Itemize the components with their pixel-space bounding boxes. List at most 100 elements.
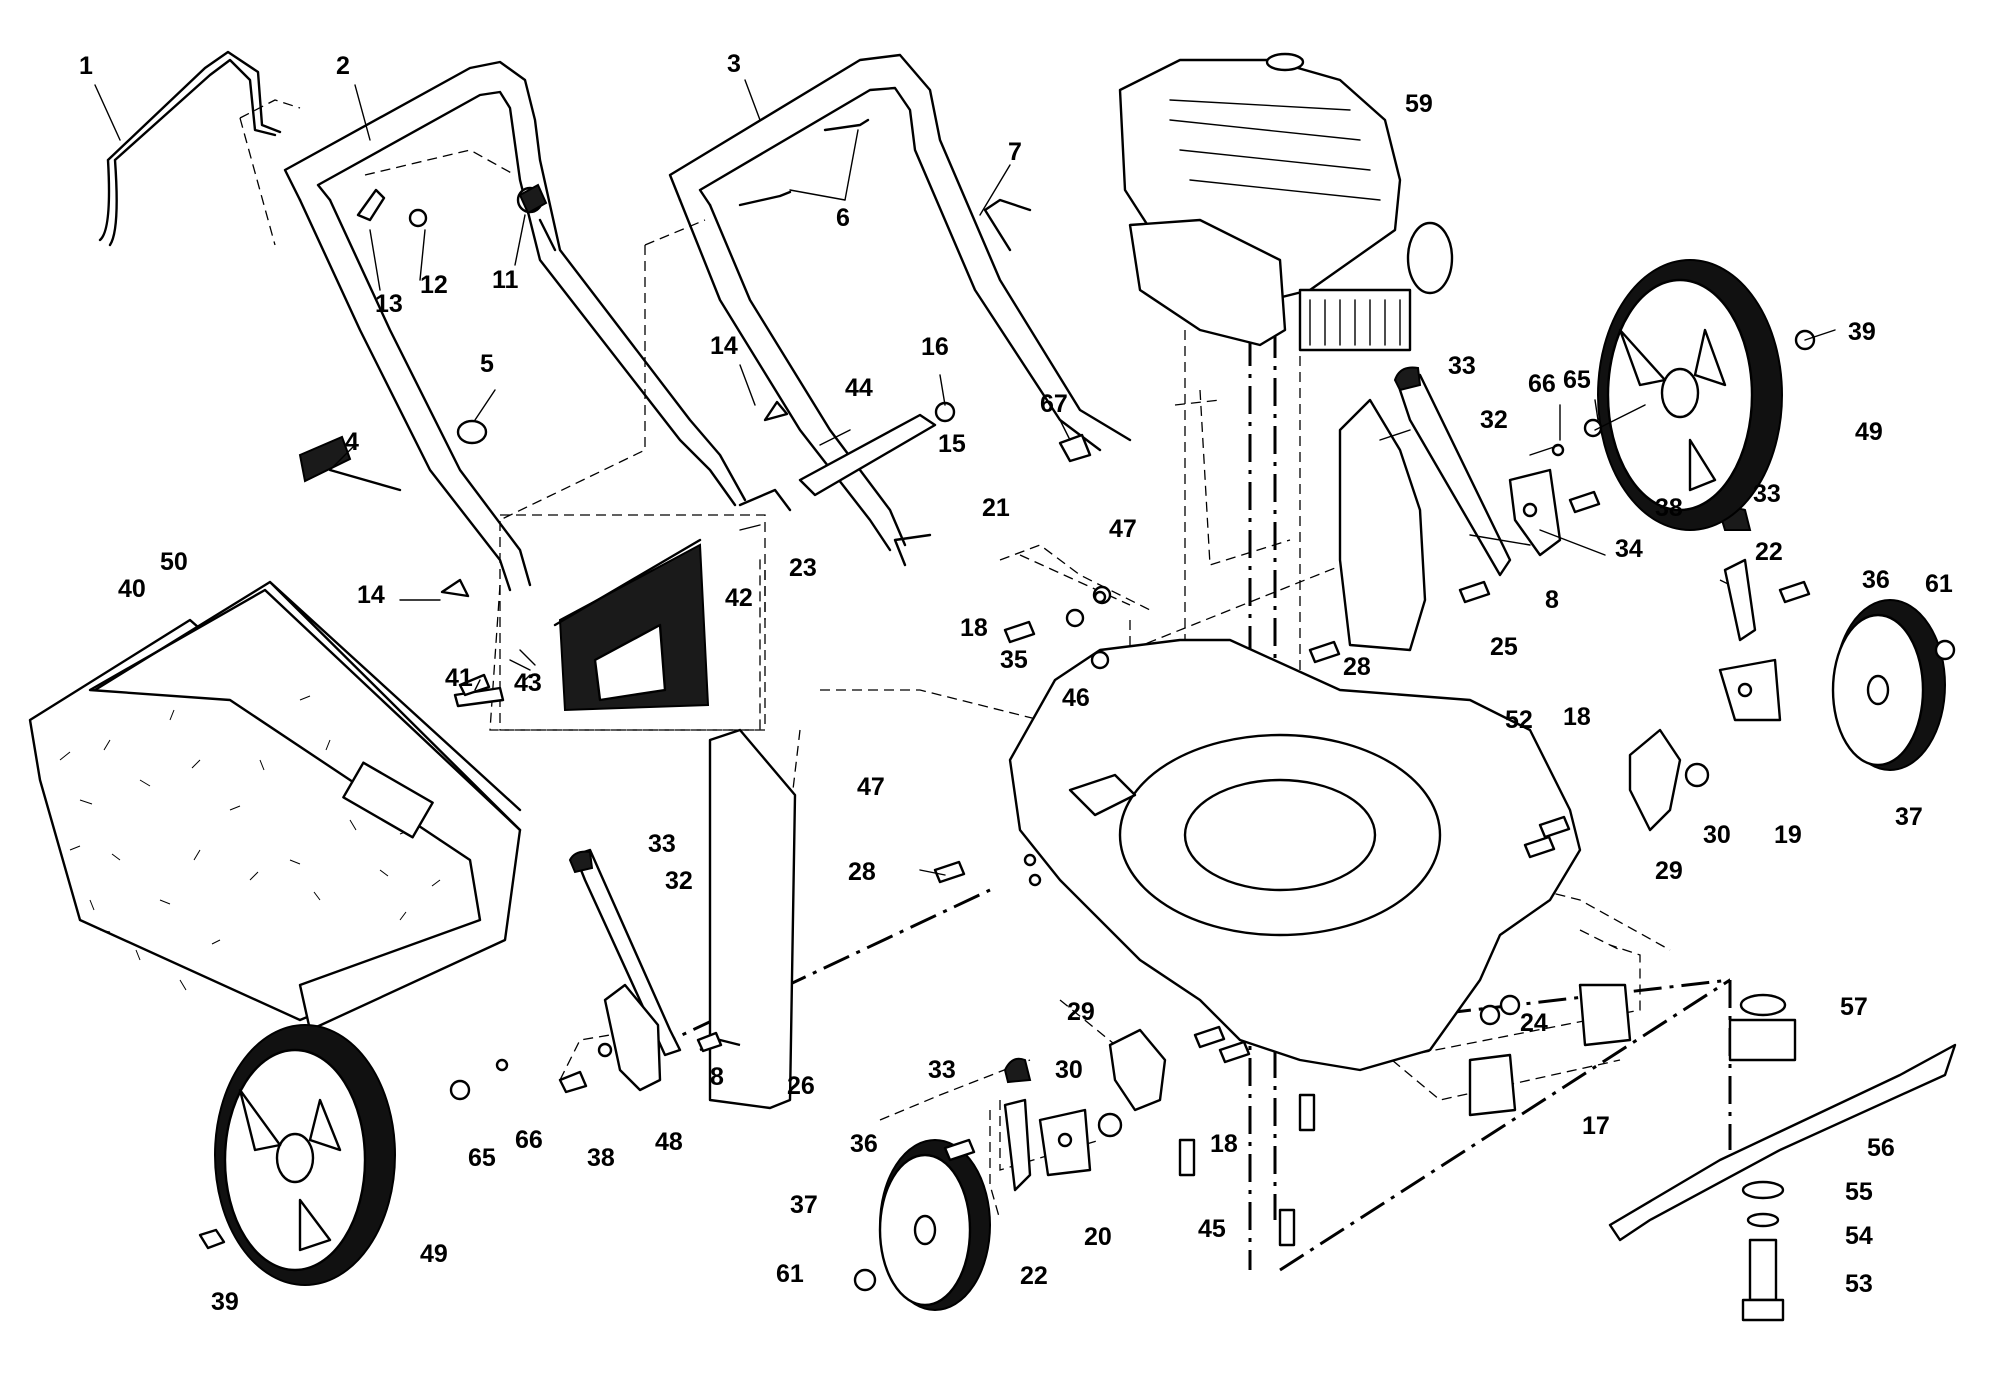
callout-3: 3 (727, 50, 741, 78)
front-wheel-right (1831, 599, 1946, 771)
callout-46: 46 (1062, 684, 1090, 712)
callout-18-top: 18 (960, 614, 988, 642)
callout-65-left: 65 (468, 1144, 496, 1172)
callout-4: 4 (345, 428, 359, 456)
blade-assembly (1608, 993, 1957, 1322)
grass-catcher-bag (28, 580, 522, 1032)
callout-54: 54 (1845, 1222, 1873, 1250)
callout-49-left: 49 (420, 1240, 448, 1268)
callout-8-right: 8 (1545, 586, 1559, 614)
callout-65-right: 65 (1563, 366, 1591, 394)
callout-66-left: 66 (515, 1126, 543, 1154)
callout-8-left: 8 (710, 1063, 724, 1091)
callout-18-bottom: 18 (1210, 1130, 1238, 1158)
callout-45: 45 (1198, 1215, 1226, 1243)
callout-14-top: 14 (710, 332, 738, 360)
callout-47-bottom: 47 (857, 773, 885, 801)
callout-36-right: 36 (1862, 566, 1890, 594)
callout-49-right: 49 (1855, 418, 1883, 446)
callout-32-right: 32 (1480, 406, 1508, 434)
callout-16: 16 (921, 333, 949, 361)
callout-14-bottom: 14 (357, 581, 385, 609)
cutting-deck (1008, 638, 1582, 1072)
callout-33-right: 33 (1753, 480, 1781, 508)
callout-25: 25 (1490, 633, 1518, 661)
front-brackets (1468, 983, 1632, 1117)
callout-30-left: 30 (1055, 1056, 1083, 1084)
callout-66-right: 66 (1528, 370, 1556, 398)
callout-41: 41 (445, 664, 473, 692)
callout-18-right: 18 (1563, 703, 1591, 731)
callout-53: 53 (1845, 1270, 1873, 1298)
callout-34: 34 (1615, 535, 1643, 563)
callout-37-right: 37 (1895, 803, 1923, 831)
callout-47-top: 47 (1109, 515, 1137, 543)
callout-leaders (94, 79, 1836, 876)
height-adjuster-right-rear (1338, 366, 1562, 652)
callout-6: 6 (836, 204, 850, 232)
callout-50: 50 (160, 548, 188, 576)
callout-28-left: 28 (848, 858, 876, 886)
height-adjuster-left-front (1003, 1028, 1167, 1192)
callout-2: 2 (336, 52, 350, 80)
callout-39-left: 39 (211, 1288, 239, 1316)
callout-33-top: 33 (1448, 352, 1476, 380)
callout-39-right: 39 (1848, 318, 1876, 346)
lower-handle (668, 53, 1132, 552)
callout-48: 48 (655, 1128, 683, 1156)
callout-20: 20 (1084, 1223, 1112, 1251)
handle-hardware (298, 118, 1092, 598)
callout-22-right: 22 (1755, 538, 1783, 566)
callout-42: 42 (725, 584, 753, 612)
callout-15: 15 (938, 430, 966, 458)
control-bar (98, 50, 282, 247)
callout-61-right: 61 (1925, 570, 1953, 598)
callout-38-right: 38 (1655, 494, 1683, 522)
callout-labels: 1 2 3 4 5 6 7 8 8 11 12 13 14 14 15 16 1… (79, 50, 1953, 1316)
callout-24: 24 (1520, 1009, 1548, 1037)
callout-33-bottom: 33 (928, 1056, 956, 1084)
callout-32-left: 32 (665, 867, 693, 895)
callout-36-left: 36 (850, 1130, 878, 1158)
callout-37-left: 37 (790, 1191, 818, 1219)
front-wheel-left (878, 1139, 991, 1311)
callout-5: 5 (480, 350, 494, 378)
callout-55: 55 (1845, 1178, 1873, 1206)
callout-17: 17 (1582, 1112, 1610, 1140)
callout-13: 13 (375, 290, 403, 318)
callout-11: 11 (492, 266, 519, 294)
rear-wheel-left (214, 1024, 396, 1286)
callout-29-right: 29 (1655, 857, 1683, 885)
callout-35: 35 (1000, 646, 1028, 674)
callout-67: 67 (1040, 390, 1068, 418)
callout-33-left: 33 (648, 830, 676, 858)
callout-29-left: 29 (1067, 998, 1095, 1026)
rear-deflector (453, 514, 766, 731)
rear-wheel-right (1597, 259, 1783, 531)
callout-30-right: 30 (1703, 821, 1731, 849)
callout-38-left: 38 (587, 1144, 615, 1172)
callout-40: 40 (118, 575, 146, 603)
callout-21: 21 (982, 494, 1010, 522)
callout-22-left: 22 (1020, 1262, 1048, 1290)
callout-57: 57 (1840, 993, 1868, 1021)
callout-7: 7 (1008, 138, 1022, 166)
upper-handle (283, 60, 747, 592)
callout-28-right: 28 (1343, 653, 1371, 681)
fasteners (198, 329, 1956, 1292)
callout-56: 56 (1867, 1134, 1895, 1162)
callout-23: 23 (789, 554, 817, 582)
callout-61-left: 61 (776, 1260, 804, 1288)
callout-59: 59 (1405, 90, 1433, 118)
callout-43: 43 (514, 669, 542, 697)
callout-19: 19 (1774, 821, 1802, 849)
callout-26: 26 (787, 1072, 815, 1100)
callout-52: 52 (1505, 706, 1533, 734)
callout-12: 12 (420, 271, 448, 299)
height-adjuster-left-rear (568, 728, 797, 1110)
callout-44: 44 (845, 374, 873, 402)
engine (1118, 52, 1454, 352)
callout-1: 1 (79, 52, 93, 80)
